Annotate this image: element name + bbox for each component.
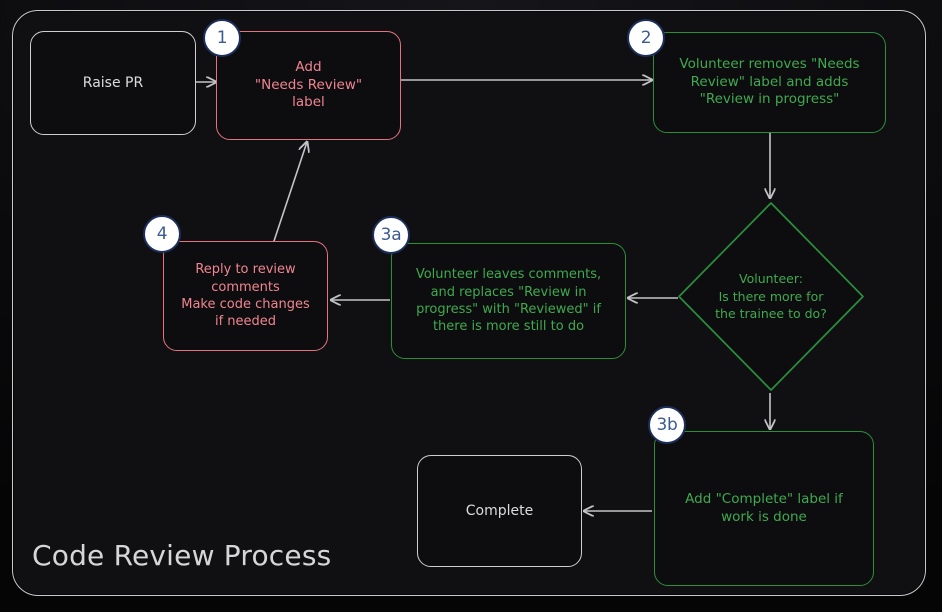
node-reply-to-review[interactable]: Reply to review comments Make code chang…: [163, 241, 328, 351]
badge-step-3b: 3b: [648, 406, 686, 444]
page-title: Code Review Process: [32, 539, 332, 572]
decision-label: Volunteer: Is there more for the trainee…: [715, 270, 827, 322]
node-raise-pr[interactable]: Raise PR: [30, 31, 196, 135]
node-volunteer-comments[interactable]: Volunteer leaves comments, and replaces …: [391, 243, 626, 359]
node-add-needs-review[interactable]: Add "Needs Review" label: [216, 31, 401, 140]
badge-step-2: 2: [627, 19, 665, 57]
node-complete[interactable]: Complete: [417, 455, 582, 567]
badge-step-4: 4: [143, 215, 181, 253]
diamond-shape: [678, 202, 864, 391]
node-volunteer-relabel[interactable]: Volunteer removes "Needs Review" label a…: [653, 32, 886, 133]
node-decision-more-work[interactable]: Volunteer: Is there more for the trainee…: [676, 200, 866, 393]
badge-step-1: 1: [203, 19, 241, 57]
badge-step-3a: 3a: [372, 216, 410, 254]
node-add-complete-label[interactable]: Add "Complete" label if work is done: [654, 431, 874, 586]
